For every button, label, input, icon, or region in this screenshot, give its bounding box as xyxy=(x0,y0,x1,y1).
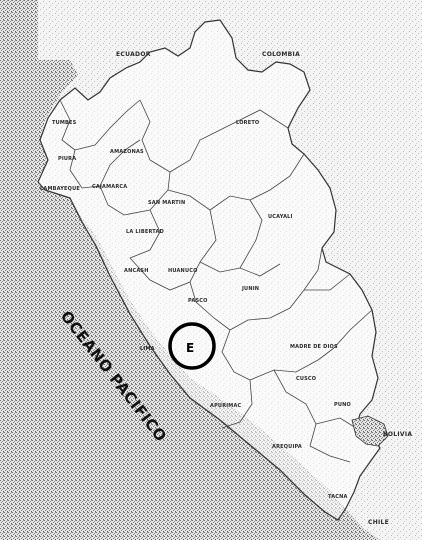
marker-ring xyxy=(168,322,216,370)
label-cajamarca: CAJAMARCA xyxy=(92,184,127,190)
label-ecuador: ECUADOR xyxy=(116,51,151,58)
label-loreto: LORETO xyxy=(236,120,259,126)
label-amazonas: AMAZONAS xyxy=(110,149,144,155)
label-lambayeque: LAMBAYEQUE xyxy=(40,186,80,192)
label-chile: CHILE xyxy=(368,519,389,526)
lake-titicaca xyxy=(351,415,389,447)
label-bolivia: BOLIVIA xyxy=(383,431,412,438)
pacific-ocean-area xyxy=(0,0,380,540)
peru-outline xyxy=(37,19,381,521)
department-borders xyxy=(59,99,373,463)
label-ancash: ANCASH xyxy=(124,268,149,274)
label-san-martin: SAN MARTIN xyxy=(148,200,185,206)
marker-label: E xyxy=(186,341,194,355)
label-junin: JUNIN xyxy=(241,286,259,292)
location-marker: E xyxy=(168,322,216,370)
label-la-libertad: LA LIBERTAD xyxy=(126,229,164,235)
label-lima: LIMA xyxy=(140,346,155,352)
label-madre-de-dios: MADRE DE DIOS xyxy=(290,344,338,350)
label-huanuco: HUANUCO xyxy=(168,268,198,274)
label-arequipa: AREQUIPA xyxy=(272,444,302,450)
label-piura: PIURA xyxy=(58,156,76,162)
label-apurimac: APURIMAC xyxy=(210,403,242,409)
label-cusco: CUSCO xyxy=(296,376,316,382)
label-tumbes: TUMBES xyxy=(52,120,77,126)
label-colombia: COLOMBIA xyxy=(262,51,300,58)
label-puno: PUNO xyxy=(334,402,351,408)
label-tacna: TACNA xyxy=(328,494,348,500)
label-ucayali: UCAYALI xyxy=(268,214,293,220)
label-pasco: PASCO xyxy=(188,298,208,304)
